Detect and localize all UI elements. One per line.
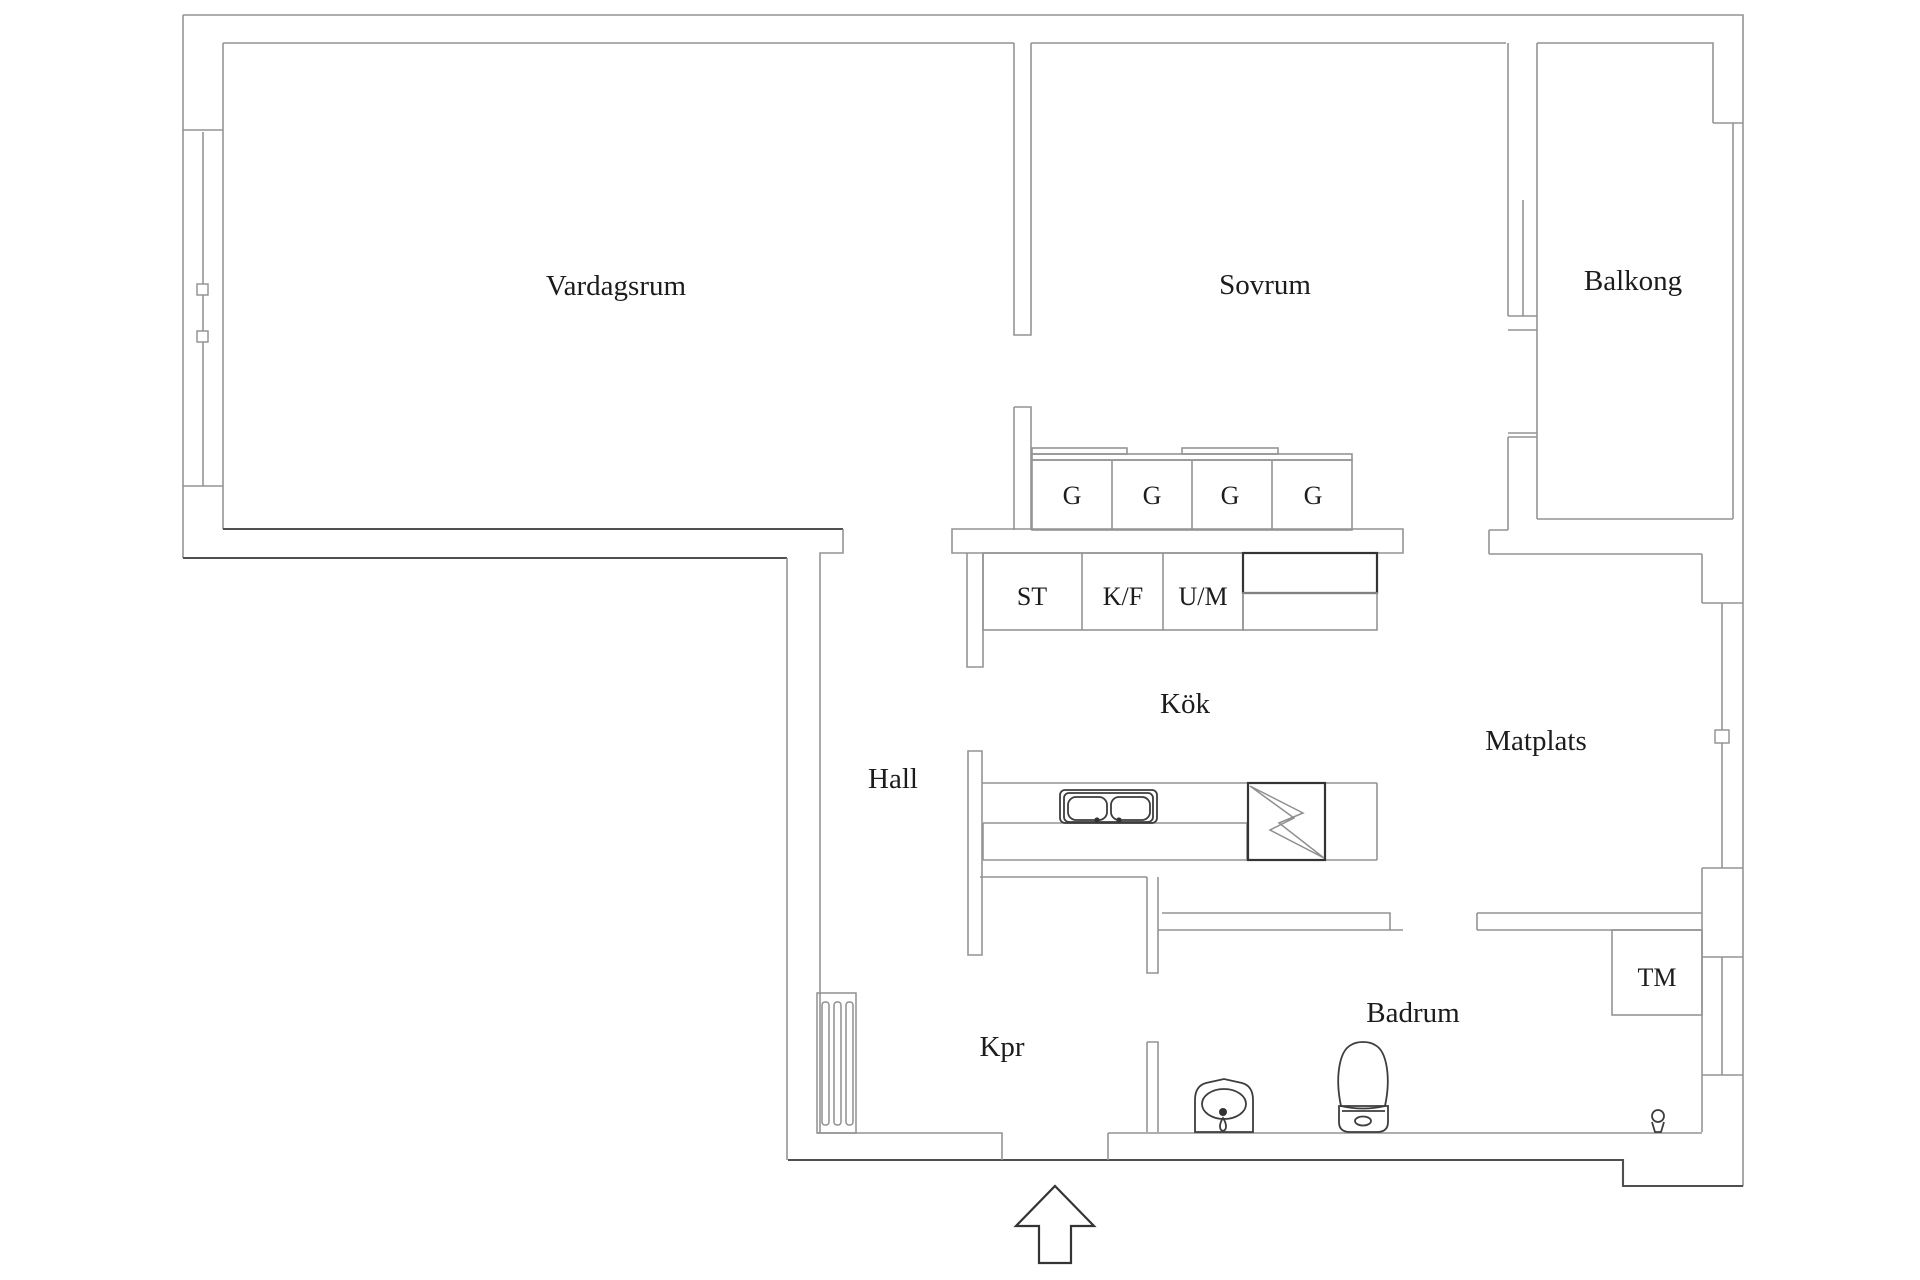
kitchen-pillar — [966, 553, 984, 668]
wardrobe-dividers — [1111, 460, 1273, 530]
kitchen-band — [951, 528, 1404, 554]
paper-holder-icon — [1651, 1109, 1665, 1133]
stove-icon — [1246, 781, 1327, 862]
living-room-south-wall — [223, 527, 844, 1133]
badrum-window — [1702, 956, 1743, 1076]
bottom-inner-east — [1107, 1132, 1702, 1160]
divider-upper — [1013, 43, 1032, 336]
washing-machine-box — [1611, 929, 1703, 1016]
cleaning-cabinet-label: ST — [1017, 582, 1047, 611]
counter-dark-box — [1241, 551, 1379, 595]
room-label-vardagsrum: Vardagsrum — [546, 270, 687, 302]
room-label-matplats: Matplats — [1485, 725, 1587, 757]
counter-light-box — [1242, 592, 1378, 631]
wardrobe-label: G — [1143, 481, 1162, 510]
balcony-west-wall — [1507, 43, 1538, 519]
kitchen-south-walls — [980, 876, 1702, 1132]
room-label-badrum: Badrum — [1366, 997, 1460, 1029]
wardrobe-label: G — [1221, 481, 1240, 510]
toilet-icon — [1337, 1041, 1389, 1133]
washing-machine-label: TM — [1638, 963, 1677, 992]
matplats-walls — [1488, 436, 1743, 930]
radiator-icon — [816, 992, 857, 1134]
matplats-north-band — [1488, 436, 1702, 555]
room-label-kok: Kök — [1160, 688, 1210, 720]
wardrobe-slab — [1031, 447, 1128, 455]
double-sink-icon — [1059, 789, 1158, 824]
wall-outer-bottom — [788, 1158, 1743, 1188]
fridge-freezer-label: K/F — [1103, 582, 1143, 611]
badrum-north-wall-a — [1158, 912, 1403, 931]
wall-band-cap — [819, 529, 844, 1133]
island-counter — [982, 783, 1378, 861]
room-label-balkong: Balkong — [1584, 265, 1682, 297]
wall-inner-top-balkong — [1537, 42, 1743, 124]
island-west-wall — [967, 750, 983, 956]
wardrobe-rail — [1031, 453, 1353, 461]
living-room-window — [183, 129, 223, 487]
window-handle-icon — [196, 283, 209, 296]
kitchen-island — [967, 750, 1378, 956]
wall-outer-top-right — [183, 14, 1744, 1186]
room-label-kpr: Kpr — [979, 1031, 1024, 1063]
badrum-walls — [1194, 929, 1743, 1133]
divider-piece-lower — [1146, 1041, 1159, 1132]
divider-lower — [1013, 406, 1032, 530]
room-label-hall: Hall — [868, 763, 918, 795]
bottom-inner-west — [817, 1132, 1003, 1160]
entrance-arrow-icon — [1013, 1184, 1097, 1265]
badrum-north-wall-b — [1476, 912, 1702, 931]
window-handle-icon — [1714, 729, 1730, 744]
oven-microwave-label: U/M — [1178, 582, 1227, 611]
bottom-wall — [817, 1132, 1702, 1160]
exterior-walls — [182, 14, 1744, 1188]
room-labels: Vardagsrum Sovrum Balkong Kök Hall Matpl… — [546, 265, 1682, 1063]
kitchen-north-wall — [951, 447, 1404, 554]
room-label-sovrum: Sovrum — [1219, 269, 1311, 301]
bedroom-divider-wall — [1013, 43, 1032, 530]
wardrobe-label: G — [1304, 481, 1323, 510]
divider-piece-upper — [1146, 877, 1159, 974]
window-handle-icon — [196, 330, 209, 343]
fixture-labels: G G G G ST K/F U/M TM — [1017, 481, 1677, 992]
balcony-walls — [1507, 43, 1734, 519]
bathroom-sink-icon — [1194, 1078, 1254, 1133]
appliance-dividers — [1081, 553, 1164, 630]
kitchen-appliance-row — [966, 551, 1379, 668]
wardrobe-slab — [1181, 447, 1279, 455]
wardrobe-label: G — [1063, 481, 1082, 510]
